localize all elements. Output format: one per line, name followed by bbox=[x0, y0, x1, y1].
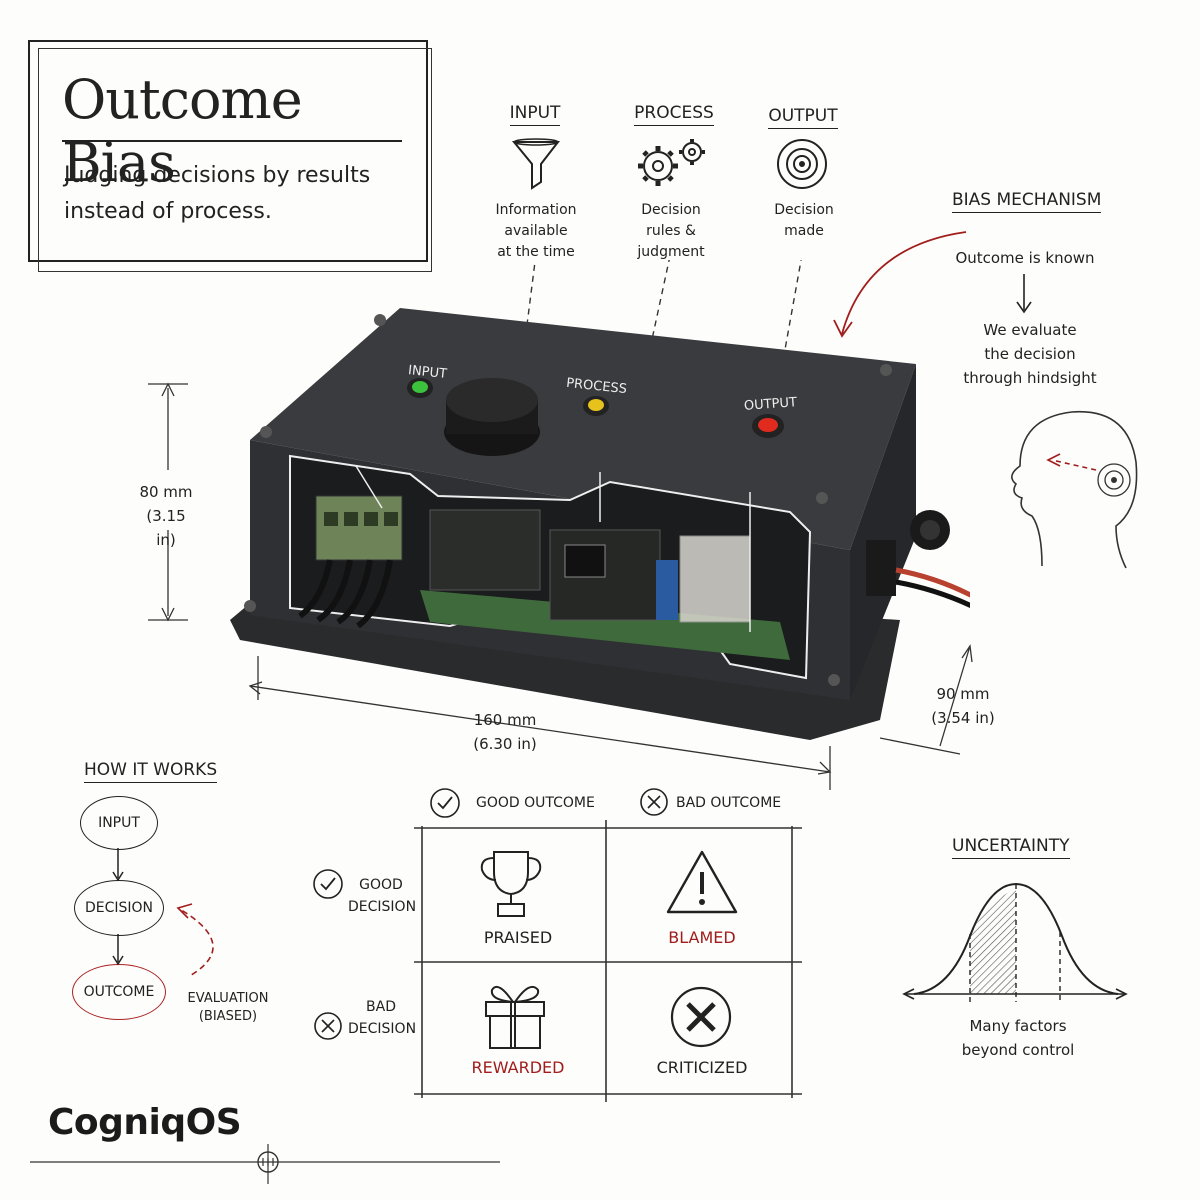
bias-curved-arrow bbox=[833, 231, 967, 338]
flow-node-input: INPUT bbox=[80, 796, 158, 850]
ipo-input-heading: INPUT bbox=[475, 103, 595, 126]
good-decision-check-icon bbox=[313, 869, 343, 899]
cell-blamed: BLAMED bbox=[668, 928, 736, 947]
flow-node-outcome: OUTCOME bbox=[72, 964, 166, 1020]
flow-arrows bbox=[112, 848, 214, 976]
dimension-lines bbox=[148, 382, 973, 790]
page-subtitle: Judging decisions by results instead of … bbox=[64, 163, 371, 224]
bias-outcome-known: Outcome is known bbox=[955, 249, 1095, 267]
how-it-works-heading: HOW IT WORKS bbox=[84, 760, 218, 783]
bad-decision-x-icon bbox=[314, 1012, 342, 1040]
warning-icon bbox=[666, 850, 738, 914]
led-output bbox=[758, 418, 778, 432]
page-title: Outcome Bias bbox=[62, 68, 303, 194]
leader-process bbox=[639, 260, 670, 396]
down-arrow-icon bbox=[1016, 274, 1032, 314]
bad-outcome-x-icon bbox=[640, 788, 668, 816]
cell-praised: PRAISED bbox=[483, 928, 553, 947]
evaluation-biased-label: EVALUATION(BIASED) bbox=[187, 991, 269, 1024]
col-header-bad-outcome: BAD OUTCOME bbox=[676, 795, 782, 811]
led-process bbox=[588, 399, 604, 411]
flow-node-decision: DECISION bbox=[74, 880, 164, 936]
ipo-process-heading: PROCESS bbox=[614, 103, 734, 126]
title-card: Outcome Bias Judging decisions by result… bbox=[28, 40, 432, 272]
gears-icon bbox=[638, 139, 705, 186]
col-header-good-outcome: GOOD OUTCOME bbox=[476, 795, 595, 811]
x-circle-icon bbox=[670, 986, 732, 1048]
device-illustration bbox=[230, 260, 970, 740]
good-outcome-check-icon bbox=[430, 788, 460, 818]
uncertainty-heading: UNCERTAINTY bbox=[952, 836, 1070, 859]
title-underline bbox=[62, 140, 402, 142]
outcome-matrix-grid bbox=[414, 820, 802, 1102]
target-icon bbox=[777, 139, 827, 189]
ipo-output-heading: OUTPUT bbox=[743, 106, 863, 129]
bell-curve-icon bbox=[902, 882, 1128, 1002]
title-frame bbox=[28, 40, 428, 262]
brand-logo: CogniqOS bbox=[48, 1102, 242, 1143]
cell-criticized: CRITICIZED bbox=[656, 1058, 748, 1077]
trophy-icon bbox=[480, 851, 542, 917]
led-input bbox=[412, 381, 428, 393]
dimension-depth: 90 mm(3.54 in) bbox=[931, 685, 995, 727]
gift-icon bbox=[485, 986, 545, 1049]
bias-mechanism-heading: BIAS MECHANISM bbox=[952, 190, 1102, 213]
funnel-icon bbox=[511, 138, 561, 190]
footer-rule bbox=[30, 1144, 500, 1184]
dimension-length: 160 mm(6.30 in) bbox=[473, 711, 537, 753]
title-frame-offset bbox=[38, 48, 432, 272]
cell-rewarded: REWARDED bbox=[471, 1058, 565, 1077]
head-profile-icon bbox=[1011, 410, 1138, 569]
dimension-height: 80 mm(3.15 in) bbox=[139, 483, 193, 549]
